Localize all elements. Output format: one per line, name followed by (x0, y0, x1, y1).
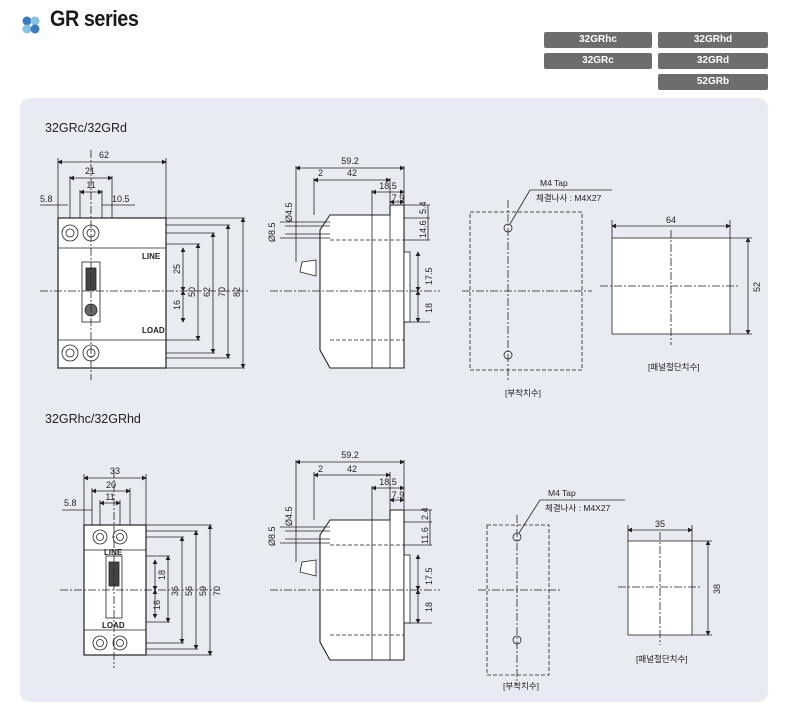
dim-label: 16 (172, 300, 182, 310)
dim-label: Ø8.5 (267, 526, 277, 546)
dim-label: 18.5 (379, 181, 397, 191)
side-view-2 (270, 459, 440, 661)
dim-label: Ø4.5 (284, 202, 294, 222)
dim-label: 7.9 (392, 490, 405, 500)
dim-label: 82 (232, 287, 242, 297)
badge-32grhd: 32GRhd (658, 32, 768, 48)
dim-label: 2.4 (420, 507, 430, 520)
panel-cutout-1 (600, 220, 752, 345)
dim-label: 59 (198, 586, 208, 596)
four-petal-logo-icon (22, 16, 40, 34)
dim-label: 10.5 (112, 194, 130, 204)
dim-label: 70 (212, 586, 222, 596)
dim-label: 70 (217, 287, 227, 297)
dim-label: 38 (712, 584, 722, 594)
panel-cutout-2 (618, 525, 712, 645)
dim-label: 42 (347, 168, 357, 178)
mount-caption: [부착치수] (503, 681, 539, 691)
dim-label: 11.6 (420, 527, 430, 544)
page-title: GR series (50, 6, 139, 31)
badge-52grb: 52GRb (658, 74, 768, 90)
dim-label: 35 (655, 519, 665, 529)
dim-label: 5.4 (418, 201, 428, 214)
badge-32grhc: 32GRhc (544, 32, 652, 48)
dim-label: 18.5 (379, 477, 397, 487)
line-label: LINE (104, 548, 123, 557)
tap-label: M4 Tap (548, 488, 576, 498)
dim-label: Ø8.5 (267, 222, 277, 242)
section-title-32grc-32grd: 32GRc/32GRd (45, 121, 127, 135)
dim-label: 20 (106, 480, 116, 490)
dim-label: 42 (347, 464, 357, 474)
dim-label: 59.2 (341, 156, 359, 166)
dim-label: 59.2 (341, 450, 359, 460)
dim-label: 64 (666, 215, 676, 225)
dim-label: 18 (424, 303, 434, 313)
side-view-1 (270, 165, 440, 369)
mount-hole-1 (462, 189, 612, 380)
dim-label: 21 (85, 166, 95, 176)
dim-label: 11 (86, 180, 95, 190)
load-label: LOAD (142, 326, 165, 335)
dim-label: 7.9 (392, 193, 405, 203)
dim-label: 5.8 (64, 498, 77, 508)
dim-label: 11 (105, 492, 114, 502)
cutout-caption: [패널절단치수] (636, 654, 688, 664)
screw-label: 체결나사 : M4X27 (545, 503, 611, 513)
dim-label: 52 (752, 282, 762, 292)
dim-label: 50 (187, 287, 197, 297)
dim-label: 56 (184, 586, 194, 596)
cutout-caption: [패널절단치수] (648, 362, 700, 372)
dim-label: 25 (172, 264, 182, 274)
dim-label: 16 (152, 600, 162, 610)
dim-label: 2 (318, 464, 323, 474)
mount-hole-2 (478, 499, 625, 685)
screw-label: 체결나사 : M4X27 (536, 193, 602, 203)
dim-label: 14.6 (418, 220, 428, 238)
load-label: LOAD (102, 621, 125, 630)
tap-label: M4 Tap (540, 178, 568, 188)
dim-label: 36 (170, 586, 180, 596)
dim-label: 18 (157, 570, 167, 580)
section-title-32grhc-32grhd: 32GRhc/32GRhd (45, 412, 141, 426)
dim-label: 33 (110, 466, 120, 476)
badge-32grc: 32GRc (544, 53, 652, 69)
dim-label: 17.5 (424, 267, 434, 285)
mount-caption: [부착치수] (505, 388, 541, 398)
badge-32grd: 32GRd (658, 53, 768, 69)
dim-label: 17.5 (424, 567, 434, 585)
line-label: LINE (142, 252, 161, 261)
front-view-2 (60, 470, 220, 668)
dim-label: 5.8 (40, 194, 53, 204)
dim-label: Ø4.5 (284, 506, 294, 526)
dim-label: 62 (99, 150, 109, 160)
dim-label: 18 (424, 602, 434, 612)
front-view-1 (40, 150, 250, 380)
dim-label: 62 (202, 287, 212, 297)
dim-label: 2 (318, 168, 323, 178)
